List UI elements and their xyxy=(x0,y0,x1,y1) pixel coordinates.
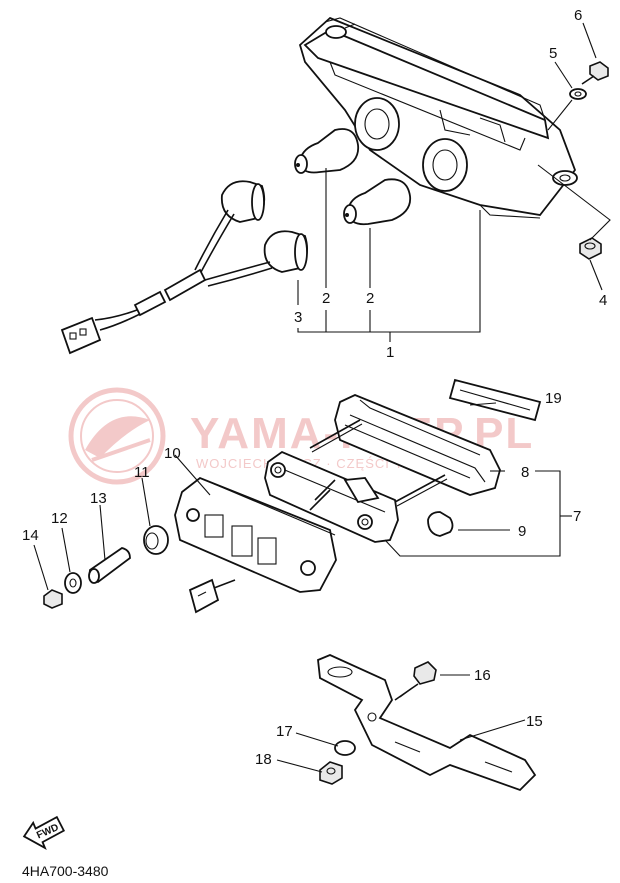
part-17-washer xyxy=(334,740,356,756)
part-10-bracket xyxy=(174,476,337,593)
license-light-lens-plate xyxy=(264,450,399,543)
part-18-nut xyxy=(319,761,343,785)
callout-6: 6 xyxy=(574,7,582,24)
callout-15: 15 xyxy=(526,713,543,730)
diagram-code: 4HA700-3480 xyxy=(22,863,109,879)
part-13-collar xyxy=(88,547,131,584)
watermark-logo xyxy=(68,387,166,485)
part-washer-5 xyxy=(569,88,587,100)
callout-5: 5 xyxy=(549,45,557,62)
callout-7: 7 xyxy=(573,508,581,525)
connector-small xyxy=(188,578,236,614)
callout-19: 19 xyxy=(545,390,562,407)
callout-18: 18 xyxy=(255,751,272,768)
part-12-washer xyxy=(64,572,82,594)
bulb-lower xyxy=(343,178,412,226)
callout-12: 12 xyxy=(51,510,68,527)
callout-14: 14 xyxy=(22,527,39,544)
studs xyxy=(309,419,448,507)
bulb-upper xyxy=(294,128,360,174)
part-bolt-6 xyxy=(581,61,609,85)
part-16-bolt xyxy=(394,661,437,701)
callout-11: 11 xyxy=(134,464,150,481)
fwd-arrow-icon: FWD xyxy=(22,815,66,851)
callout-2b: 2 xyxy=(366,290,374,307)
part-11-grommet xyxy=(143,525,169,555)
leader-lines-mid xyxy=(33,402,572,591)
callout-1: 1 xyxy=(386,344,394,361)
callout-labels: 1 2 2 3 4 5 6 7 8 9 10 11 12 13 14 15 16… xyxy=(22,7,607,768)
callout-4: 4 xyxy=(599,292,607,309)
license-light-housing xyxy=(334,394,501,496)
callout-17: 17 xyxy=(276,723,293,740)
part-15-bracket xyxy=(317,654,537,792)
part-19-label xyxy=(448,378,542,422)
leader-lines-top xyxy=(297,22,611,342)
callout-8: 8 xyxy=(521,464,529,481)
callout-16: 16 xyxy=(474,667,491,684)
callout-9: 9 xyxy=(518,523,526,540)
callout-3: 3 xyxy=(294,309,302,326)
callout-2a: 2 xyxy=(322,290,330,307)
part-nut-4 xyxy=(579,237,602,260)
part-14-nut xyxy=(43,589,63,609)
bulb-9 xyxy=(427,511,454,537)
leader-lines-bottom xyxy=(276,674,526,773)
tail-light-housing xyxy=(298,16,578,219)
callout-10: 10 xyxy=(164,445,181,462)
callout-13: 13 xyxy=(90,490,107,507)
socket-cord-assembly xyxy=(60,180,309,355)
